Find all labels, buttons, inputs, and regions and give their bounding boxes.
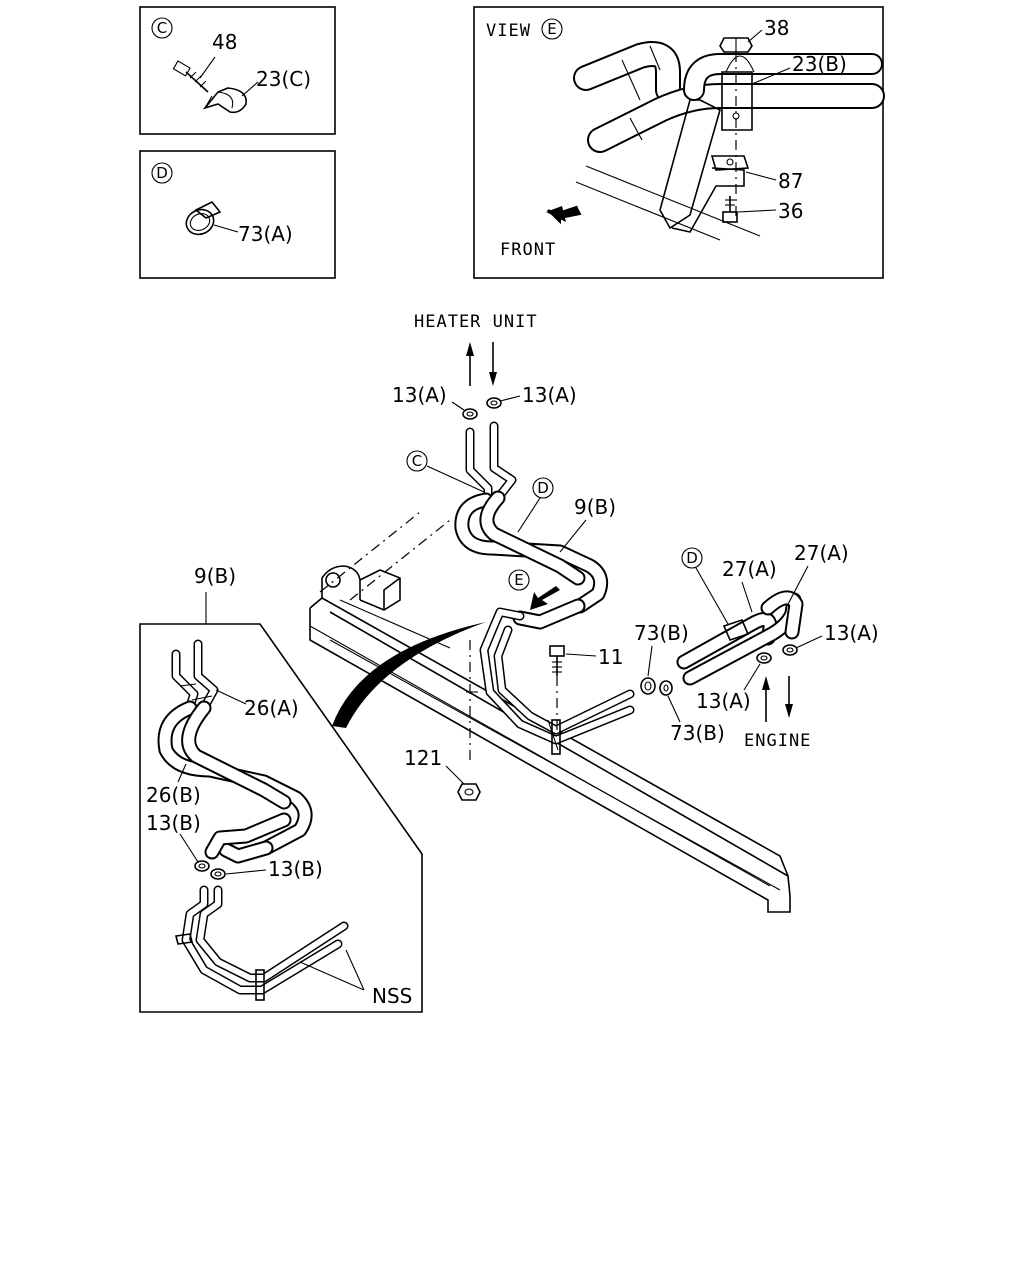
- heater-unit-out-arrow-icon: [466, 342, 474, 386]
- front-label: FRONT: [500, 240, 556, 260]
- bolt-48-icon: [172, 60, 209, 93]
- band-clamp-73a-icon: [185, 200, 222, 236]
- engine-label: ENGINE: [744, 731, 811, 751]
- view-e-title: VIEW: [486, 21, 531, 41]
- nut-121-icon: [457, 783, 481, 801]
- tag-e-main: E: [508, 569, 530, 591]
- inset-hoses-upper: [157, 639, 313, 864]
- engine-in-arrow-icon: [762, 676, 770, 722]
- hose-clamp-13a-engine-right-icon: [782, 644, 798, 656]
- svg-text:D: D: [537, 479, 549, 497]
- panel-view-e-frame: [473, 6, 884, 279]
- label-11: 11: [598, 645, 623, 669]
- inset-9b-title: 9(B): [194, 564, 236, 588]
- label-13a-left: 13(A): [392, 383, 447, 407]
- svg-text:C: C: [412, 452, 422, 470]
- label-27a-right: 27(A): [794, 541, 849, 565]
- label-73a: 73(A): [238, 222, 293, 246]
- label-26a: 26(A): [244, 696, 299, 720]
- hose-clamp-13a-heater-right-icon: [486, 397, 502, 409]
- label-13b-left: 13(B): [146, 811, 201, 835]
- panel-c: C 48 23(C): [139, 6, 336, 135]
- tag-c-main: C: [406, 450, 428, 472]
- label-13b-right: 13(B): [268, 857, 323, 881]
- nut-38-icon: [719, 37, 753, 53]
- label-13a-right: 13(A): [522, 383, 577, 407]
- label-26b: 26(B): [146, 783, 201, 807]
- clip-23c-icon: [202, 87, 247, 114]
- hose-clamp-13b-right-icon: [210, 868, 226, 880]
- tag-d-right: D: [681, 547, 703, 569]
- svg-text:E: E: [547, 20, 556, 38]
- label-38: 38: [764, 16, 789, 40]
- panel-d-tag: D: [151, 162, 173, 184]
- panel-view-e-tag: E: [541, 18, 563, 40]
- hose-clamp-13a-engine-left-icon: [756, 652, 772, 664]
- heater-unit-label: HEATER UNIT: [414, 312, 538, 332]
- view-e-bracket: [659, 55, 755, 233]
- heater-unit-in-arrow-icon: [489, 342, 497, 386]
- panel-c-tag: C: [151, 17, 173, 39]
- front-arrow-icon: [546, 205, 582, 225]
- label-36: 36: [778, 199, 803, 223]
- label-73b-bottom: 73(B): [670, 721, 725, 745]
- hose-27a-engine-side: [676, 590, 804, 686]
- band-clamp-73b-bottom-icon: [659, 680, 673, 696]
- label-9b-main: 9(B): [574, 495, 616, 519]
- label-73b-top: 73(B): [634, 621, 689, 645]
- engine-out-arrow-icon: [785, 676, 793, 718]
- main-assembly: HEATER UNIT 13(A) 13(A): [309, 312, 879, 913]
- svg-text:E: E: [514, 571, 523, 589]
- label-13a-engine-right: 13(A): [824, 621, 879, 645]
- svg-text:D: D: [156, 164, 168, 182]
- inset-leader-swoosh: [332, 622, 486, 728]
- tag-d-top: D: [532, 477, 554, 499]
- hose-clamp-13b-left-icon: [194, 860, 210, 872]
- panel-view-e: VIEW E: [473, 6, 885, 279]
- band-clamp-73b-top-icon: [640, 677, 656, 695]
- label-nss: NSS: [372, 984, 412, 1008]
- inset-pipes-lower-nss: [175, 885, 349, 1001]
- svg-text:C: C: [157, 19, 167, 37]
- label-13a-engine-left: 13(A): [696, 689, 751, 713]
- view-e-direction-arrow-icon: [530, 586, 560, 610]
- hose-assembly-9b-main: [454, 421, 635, 760]
- label-27a-left: 27(A): [722, 557, 777, 581]
- label-48: 48: [212, 30, 237, 54]
- bolt-11-icon: [549, 645, 565, 676]
- label-87: 87: [778, 169, 803, 193]
- label-23b: 23(B): [792, 52, 847, 76]
- inset-9b-frame: [139, 623, 423, 1013]
- svg-text:D: D: [686, 549, 698, 567]
- panel-d: D 73(A): [139, 150, 336, 279]
- panel-c-frame: [139, 6, 336, 135]
- panel-d-frame: [139, 150, 336, 279]
- inset-9b: 9(B) 26(A) 26(B) 13(B): [139, 564, 423, 1013]
- bolt-36-icon: [722, 196, 738, 223]
- hose-clamp-13a-heater-left-icon: [462, 408, 478, 420]
- label-121: 121: [404, 746, 442, 770]
- label-23c: 23(C): [256, 67, 311, 91]
